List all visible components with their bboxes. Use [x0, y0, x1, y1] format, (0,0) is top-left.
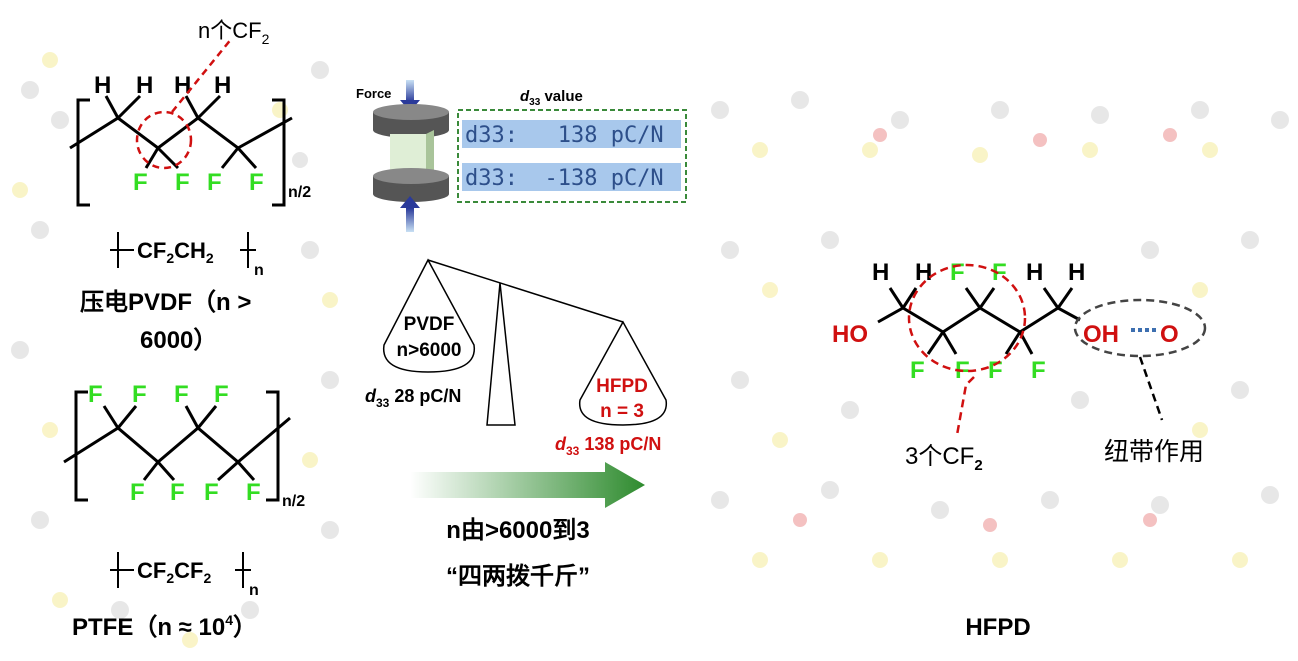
atom-h: H — [1068, 259, 1085, 286]
hfpd-d33-value: d33 138 pC/N — [555, 434, 661, 458]
atom-h: H — [915, 259, 932, 286]
cf2-highlight-circle — [135, 110, 193, 170]
ptfe-caption: PTFE（n ≈ 104） — [72, 612, 257, 641]
atom-f: F — [132, 381, 147, 408]
idiom-caption: “四两拨千斤” — [446, 563, 590, 590]
right-pan-label: HFPD — [596, 376, 648, 397]
cf2-count-label: n个CF2 — [198, 18, 270, 47]
right-pan — [578, 320, 668, 426]
atom-f: F — [133, 169, 148, 196]
svg-text:n: n — [254, 262, 264, 279]
atom-o: O — [1160, 321, 1179, 348]
hbond-highlight-ellipse — [1073, 298, 1207, 358]
atom-h: H — [136, 72, 153, 99]
balance-scale — [383, 258, 668, 426]
left-pan — [383, 258, 475, 373]
hbond-label: 纽带作用 — [1104, 438, 1204, 466]
ptfe-structure: F F F F F F F F n/2 — [63, 381, 305, 510]
atom-f: F — [174, 381, 189, 408]
lcd-reading-row — [462, 163, 681, 191]
atom-f: F — [130, 479, 145, 506]
atom-f: F — [992, 259, 1007, 286]
svg-text:n: n — [249, 582, 259, 599]
hfpd-caption: HFPD — [965, 614, 1030, 641]
d33-title: d33 value — [520, 88, 583, 108]
pvdf-formula: CF2CH2 n — [110, 232, 264, 279]
atom-f: F — [246, 479, 261, 506]
repeat-subscript: n/2 — [288, 184, 311, 201]
atom-oh: OH — [1083, 321, 1119, 348]
atom-f: F — [910, 357, 925, 384]
atom-h: H — [94, 72, 111, 99]
right-pan-n: n = 3 — [600, 401, 644, 422]
atom-f: F — [207, 169, 222, 196]
repeat-subscript: n/2 — [282, 493, 305, 510]
left-pan-label: PVDF — [404, 314, 455, 335]
left-pan-n: n>6000 — [397, 340, 462, 361]
force-label: Force — [356, 86, 391, 101]
pvdf-d33-value: d33 28 pC/N — [365, 386, 461, 410]
svg-text:CF2CF2: CF2CF2 — [137, 558, 211, 586]
arrow-caption: n由>6000到3 — [446, 517, 589, 544]
atom-f: F — [88, 381, 103, 408]
atom-f: F — [175, 169, 190, 196]
atom-f: F — [204, 479, 219, 506]
atom-h: H — [1026, 259, 1043, 286]
press-illustration: Force — [356, 80, 449, 232]
lcd-reading: d33: 138 pC/N — [465, 123, 664, 148]
force-arrow-up-icon — [400, 196, 420, 208]
atom-ho: HO — [832, 321, 868, 348]
atom-f: F — [950, 259, 965, 286]
atom-f: F — [988, 357, 1003, 384]
atom-f: F — [1031, 357, 1046, 384]
ptfe-formula: CF2CF2 n — [110, 552, 259, 599]
svg-text:CF2CH2: CF2CH2 — [137, 238, 214, 266]
cf2-highlight-circle — [907, 263, 1027, 373]
atom-f: F — [249, 169, 264, 196]
atom-h: H — [214, 72, 231, 99]
lcd-reading: d33: -138 pC/N — [465, 166, 664, 191]
pvdf-caption: 压电PVDF（n > — [80, 289, 251, 316]
hfpd-structure: HO H H F F H H F F F F OH O — [832, 259, 1207, 436]
right-arrow-icon — [410, 462, 645, 508]
background-crystal-pattern — [11, 52, 1289, 648]
cf2-pointer-line — [955, 376, 975, 436]
atom-f: F — [214, 381, 229, 408]
atom-f: F — [170, 479, 185, 506]
lcd-reading-row — [462, 120, 681, 148]
cf2-count-label: 3个CF2 — [905, 443, 983, 474]
hbond-pointer-line — [1138, 356, 1164, 421]
pvdf-structure: H H H H F F F F n/2 n个CF2 — [69, 18, 311, 207]
atom-h: H — [174, 72, 191, 99]
pvdf-caption-cont: 6000） — [140, 327, 217, 354]
atom-h: H — [872, 259, 889, 286]
cf2-pointer-line — [171, 37, 233, 113]
